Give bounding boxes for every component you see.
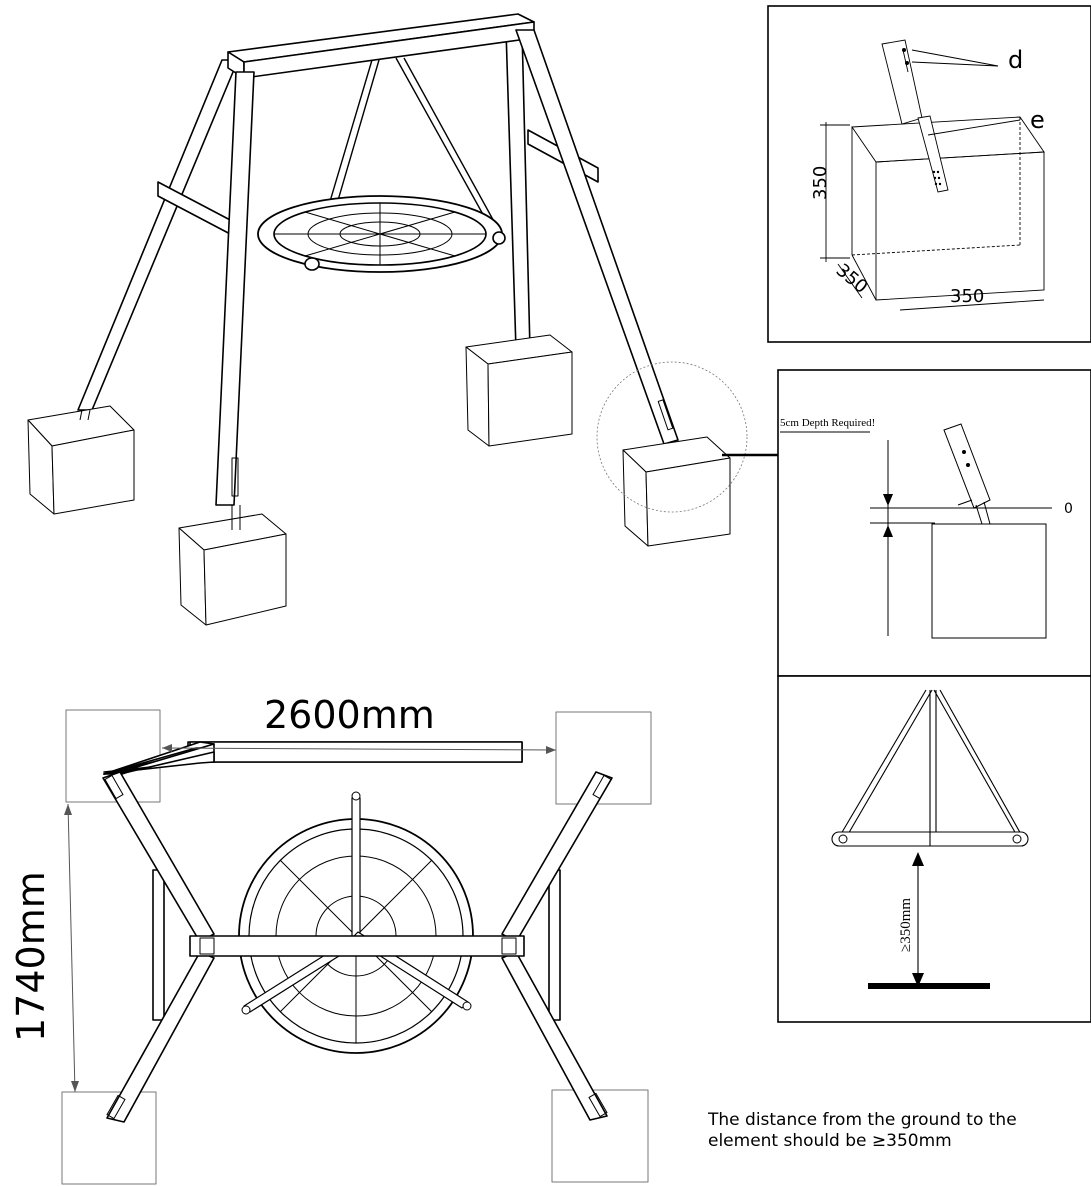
plan-frame-clean — [102, 771, 613, 1123]
cube-width-label: 350 — [950, 286, 984, 307]
plan-dimensions — [67, 747, 557, 1093]
note-line-1: The distance from the ground to the — [708, 1110, 1017, 1130]
ground-clearance-panel: ≥350mm — [777, 675, 1091, 1023]
footing-dimensions-panel: d e 350 350 350 — [767, 5, 1091, 343]
ground-clearance-note: The distance from the ground to the elem… — [708, 1110, 1091, 1152]
concrete-footings — [27, 334, 731, 626]
swing-frame-3d-view — [27, 13, 748, 626]
width-dimension-label: 2600mm — [264, 693, 435, 737]
front-left-leg — [215, 71, 255, 506]
nest-swing-seat — [257, 195, 506, 273]
min-height-label: ≥350mm — [898, 898, 914, 952]
depth-required-label: 5cm Depth Required! — [780, 417, 875, 429]
cube-height-label: 350 — [810, 166, 831, 200]
back-left-leg — [77, 59, 239, 411]
detail-callout-circle — [596, 361, 748, 513]
depth-detail-panel: 5cm Depth Required! 0 — [777, 369, 1091, 677]
plan-frame-members — [103, 741, 523, 775]
front-right-leg — [515, 29, 679, 445]
label-e: e — [1030, 106, 1045, 134]
label-d: d — [1008, 46, 1023, 74]
note-line-2: element should be ≥350mm — [708, 1131, 952, 1151]
depth-dimension-label: 1740mm — [9, 871, 53, 1042]
back-right-leg — [505, 29, 531, 351]
ground-zero-label: 0 — [1064, 501, 1073, 517]
